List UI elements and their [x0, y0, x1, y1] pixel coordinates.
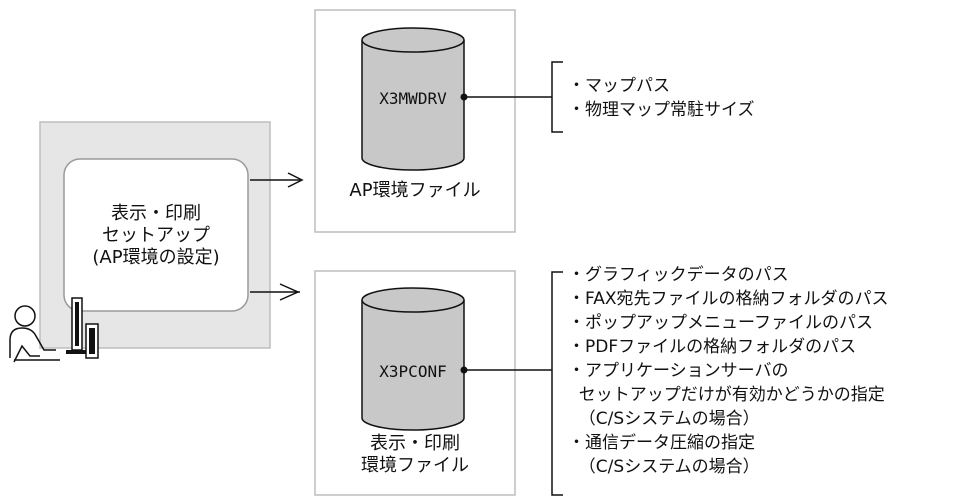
- print-env-item-3: ・ポップアップメニューファイルのパス: [568, 313, 873, 333]
- print-env-item-1: ・グラフィックデータのパス: [568, 265, 789, 285]
- setup-tool-title: 表示・印刷 セットアップ (AP環境の設定): [64, 203, 248, 269]
- ap-env-caption: AP環境ファイル: [349, 180, 481, 201]
- print-env-connector: [464, 271, 563, 496]
- ap-env-connector: [464, 61, 563, 133]
- arrow-to-ap-env: [250, 172, 304, 188]
- user-at-computer-icon: [9, 297, 99, 363]
- print-env-caption-line-2: 環境ファイル: [361, 455, 469, 476]
- setup-tool-line-1: 表示・印刷: [111, 203, 201, 224]
- setup-tool-line-2: セットアップ: [102, 225, 210, 246]
- database-icon: [361, 287, 465, 431]
- ap-env-item-map-size: ・物理マップ常駐サイズ: [568, 100, 755, 120]
- print-env-item-2: ・FAX宛先ファイルの格納フォルダのパス: [568, 289, 889, 309]
- ap-env-connector-dot: [460, 93, 468, 101]
- print-env-caption: 表示・印刷 環境ファイル: [315, 433, 515, 477]
- print-env-item-7: （C/Sシステムの場合）: [568, 409, 760, 429]
- print-env-caption-line-1: 表示・印刷: [370, 433, 460, 454]
- print-env-item-8: ・通信データ圧縮の指定: [568, 433, 755, 453]
- print-env-item-9: （C/Sシステムの場合）: [568, 457, 760, 477]
- arrow-to-print-env: [250, 283, 300, 301]
- ap-env-db-label: X3MWDRV: [379, 89, 447, 108]
- ap-env-item-map-path: ・マップパス: [568, 76, 670, 96]
- print-env-item-5: ・アプリケーションサーバの: [568, 361, 789, 381]
- setup-tool-box: [63, 158, 249, 312]
- database-icon: [361, 27, 465, 171]
- print-env-db-label: X3PCONF: [379, 362, 447, 381]
- print-env-item-6: セットアップだけが有効かどうかの指定: [568, 385, 885, 405]
- print-env-item-4: ・PDFファイルの格納フォルダのパス: [568, 337, 857, 357]
- setup-tool-line-3: (AP環境の設定): [92, 247, 220, 268]
- print-env-connector-dot: [460, 366, 468, 374]
